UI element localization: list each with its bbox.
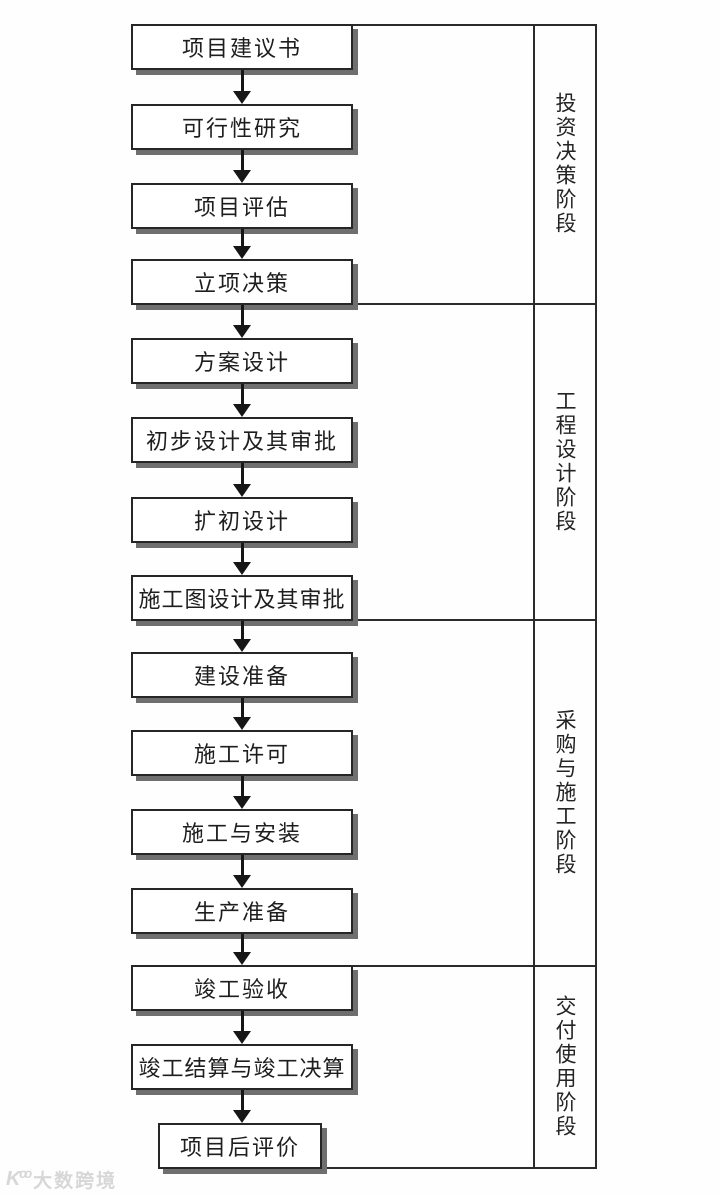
phase-label-investment-decision: 投资决策阶段	[533, 24, 597, 303]
flow-step-project-proposal: 项目建议书	[131, 24, 353, 70]
flow-step-project-approval-decision: 立项决策	[131, 259, 353, 305]
down-arrow-icon	[233, 70, 251, 104]
down-arrow-icon	[233, 776, 251, 809]
phase-bottom-border	[322, 1167, 597, 1169]
down-arrow-icon	[233, 229, 251, 259]
phase-divider-1	[353, 303, 597, 305]
flow-step-production-preparation: 生产准备	[131, 888, 353, 934]
down-arrow-icon	[233, 855, 251, 888]
down-arrow-icon	[233, 621, 251, 652]
phase-label-delivery-use: 交付使用阶段	[533, 967, 597, 1167]
down-arrow-icon	[233, 1011, 251, 1044]
phase-label-procurement-construction: 采购与施工阶段	[533, 621, 597, 965]
flow-step-post-project-evaluation: 项目后评价	[158, 1123, 322, 1169]
down-arrow-icon	[233, 384, 251, 417]
flow-step-completion-settlement-final-accounts: 竣工结算与竣工决算	[131, 1044, 353, 1090]
flow-step-expanded-preliminary-design: 扩初设计	[131, 497, 353, 543]
flow-step-completion-acceptance: 竣工验收	[131, 965, 353, 1011]
phase-divider-3	[353, 965, 597, 967]
down-arrow-icon	[233, 463, 251, 497]
down-arrow-icon	[233, 150, 251, 183]
phase-label-text: 投资决策阶段	[553, 91, 577, 236]
flow-step-preliminary-design-approval: 初步设计及其审批	[131, 417, 353, 463]
down-arrow-icon	[233, 698, 251, 730]
phase-label-text: 采购与施工阶段	[553, 709, 577, 877]
watermark-logo-icon: Kºº	[6, 1168, 31, 1190]
down-arrow-icon	[233, 305, 251, 338]
flow-step-construction-and-installation: 施工与安装	[131, 809, 353, 855]
phase-top-border	[353, 24, 597, 26]
down-arrow-icon	[233, 543, 251, 575]
flow-step-construction-drawing-design-approval: 施工图设计及其审批	[131, 575, 353, 621]
down-arrow-icon	[233, 1090, 251, 1123]
phase-label-text: 交付使用阶段	[553, 995, 577, 1139]
watermark: Kºº 大数跨境	[6, 1166, 117, 1193]
phase-column-right-border	[595, 24, 597, 1169]
flow-step-construction-permit: 施工许可	[131, 730, 353, 776]
phase-label-text: 工程设计阶段	[553, 390, 577, 534]
flow-step-feasibility-study: 可行性研究	[131, 104, 353, 150]
down-arrow-icon	[233, 934, 251, 965]
flow-step-construction-preparation: 建设准备	[131, 652, 353, 698]
watermark-text: 大数跨境	[33, 1171, 118, 1192]
flow-step-scheme-design: 方案设计	[131, 338, 353, 384]
phase-column-left-border	[533, 24, 535, 1169]
phase-label-engineering-design: 工程设计阶段	[533, 305, 597, 619]
flow-step-project-evaluation: 项目评估	[131, 183, 353, 229]
phase-divider-2	[353, 619, 597, 621]
